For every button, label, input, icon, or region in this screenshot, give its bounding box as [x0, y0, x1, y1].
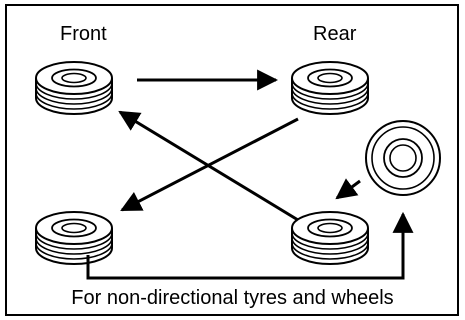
- caption: For non-directional tyres and wheels: [71, 287, 394, 309]
- arrow-front-to-spare: [86, 211, 414, 280]
- spare-wheel: [365, 120, 441, 196]
- tyre-rear-left: [291, 61, 369, 115]
- tyre-rear-right: [291, 211, 369, 265]
- arrow-rear-right-to-front-left: [118, 110, 299, 222]
- arrow-rear-to-front-cross: [120, 117, 299, 212]
- tyre-front-right: [35, 211, 113, 265]
- front-label: Front: [60, 23, 107, 45]
- arrow-spare-to-rear: [335, 178, 361, 200]
- tyre-front-left: [35, 61, 113, 115]
- rear-label: Rear: [313, 23, 357, 45]
